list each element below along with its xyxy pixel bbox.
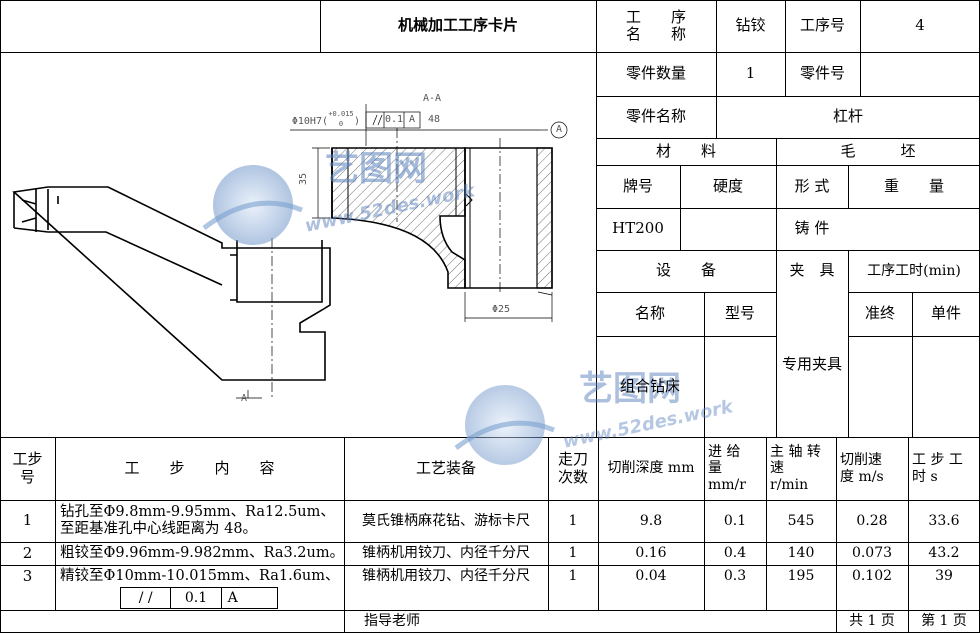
setup-time-value xyxy=(848,336,912,437)
drawing-tol-value: 0.1 xyxy=(384,114,404,126)
weight-value xyxy=(848,208,980,250)
equipment-label: 设 备 xyxy=(655,261,716,280)
op-no-value: 4 xyxy=(915,16,925,35)
part-name-label: 零件名称 xyxy=(625,107,686,126)
grade-label: 牌号 xyxy=(622,176,653,195)
unit-time-label: 单件 xyxy=(930,304,961,323)
fixture-value: 专用夹具 xyxy=(781,354,842,373)
process-name-label: 工 序 名 称 xyxy=(625,7,686,43)
form-label: 形 式 xyxy=(794,176,830,195)
page-number: 第 1 页 xyxy=(921,613,967,630)
hole-tol-upper: +0.015 xyxy=(328,109,354,118)
eq-model-label: 型号 xyxy=(724,304,755,323)
cut-plane-mark: A xyxy=(240,393,248,405)
eq-name-value: 组合钻床 xyxy=(619,376,680,395)
col-step-no: 工步 号 xyxy=(12,450,43,486)
parallelism-tolerance-frame: / / 0.1 A xyxy=(120,587,278,609)
form-value: 铸 件 xyxy=(794,219,830,238)
diameter-dimension: Φ25 xyxy=(491,304,511,316)
total-pages: 共 1 页 xyxy=(849,613,895,630)
col-cut-speed: 切削速 度 m/s xyxy=(840,452,884,485)
op-time-label: 工序工时(min) xyxy=(867,262,961,279)
col-time: 工 步 工 时 s xyxy=(912,452,963,485)
col-feed: 进 给 量 mm/r xyxy=(708,444,746,493)
hardness-value xyxy=(680,208,776,250)
grade-value: HT200 xyxy=(612,219,664,238)
part-no-value xyxy=(860,52,980,96)
hardness-label: 硬度 xyxy=(712,176,743,195)
col-depth: 切削深度 mm xyxy=(607,460,695,477)
eq-name-label: 名称 xyxy=(634,304,665,323)
card-title: 机械加工工序卡片 xyxy=(397,16,518,35)
dimension-lines xyxy=(236,104,568,399)
qty-value: 1 xyxy=(745,64,756,83)
process-name-value: 钻铰 xyxy=(735,16,766,35)
col-passes: 走刀 次数 xyxy=(557,450,588,486)
col-speed: 主 轴 转 速 r/min xyxy=(770,444,821,493)
col-equipment: 工艺装备 xyxy=(415,458,476,477)
hole-dimension: Φ10H7( xyxy=(291,116,328,128)
tolerance-value: 0.1 xyxy=(171,588,222,608)
setup-time-label: 准终 xyxy=(864,304,895,323)
weight-label: 重 量 xyxy=(883,176,944,195)
teacher-label: 指导老师 xyxy=(364,613,420,630)
material-label: 材 料 xyxy=(655,141,716,160)
lever-view xyxy=(12,186,331,381)
fixture-label: 夹 具 xyxy=(789,261,835,280)
section-view xyxy=(331,147,553,289)
eq-model-value xyxy=(704,336,776,437)
hole-tol-lower: 0 xyxy=(338,119,344,128)
qty-label: 零件数量 xyxy=(625,64,686,83)
tolerance-datum: A xyxy=(227,590,238,606)
part-name-value: 杠杆 xyxy=(832,107,863,126)
unit-time-value xyxy=(912,336,980,437)
hole-tol-close: ) xyxy=(353,116,361,128)
parallelism-icon: / / xyxy=(121,588,172,608)
blank-label: 毛 坯 xyxy=(840,141,916,160)
section-label: A-A xyxy=(422,93,442,105)
height-dimension: 35 xyxy=(298,172,310,186)
col-content: 工 步 内 容 xyxy=(124,458,275,477)
drawing-tol-datum: A xyxy=(408,114,416,126)
part-drawing xyxy=(12,104,568,399)
part-no-label: 零件号 xyxy=(799,64,845,83)
op-no-label: 工序号 xyxy=(799,16,845,35)
distance-dimension: 48 xyxy=(427,114,441,126)
datum-mark: A xyxy=(555,124,563,136)
